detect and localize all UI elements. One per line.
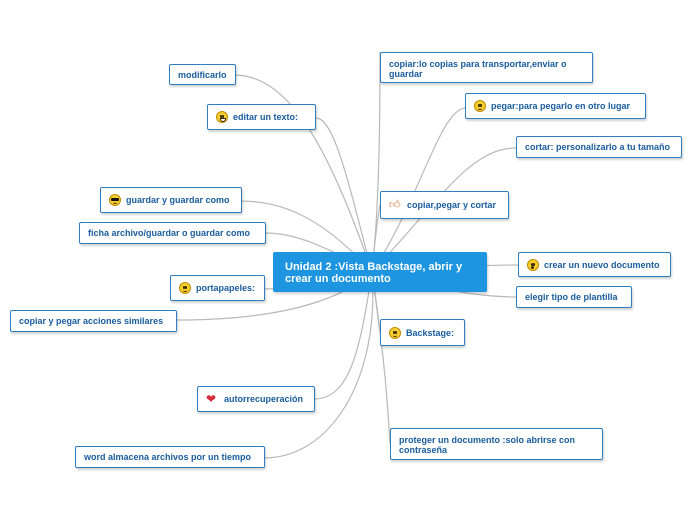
- surprised-face-icon: [527, 258, 539, 271]
- node-cortar[interactable]: cortar: personalizarlo a tu tamaño: [516, 136, 682, 158]
- node-label: Backstage:: [406, 327, 455, 338]
- node-label: copiar:lo copias para transportar,enviar…: [389, 59, 567, 79]
- node-autorrecuperacion[interactable]: ❤ autorrecuperación: [197, 386, 315, 412]
- node-label: ficha archivo/guardar o guardar como: [88, 228, 251, 238]
- node-label: portapapeles:: [196, 283, 256, 293]
- central-topic-label: Unidad 2 :Vista Backstage, abrir y crear…: [285, 261, 463, 285]
- central-topic-node[interactable]: Unidad 2 :Vista Backstage, abrir y crear…: [273, 252, 487, 292]
- cool-sunglasses-face-icon: [109, 194, 121, 206]
- node-proteger[interactable]: proteger un documento :solo abrirse con …: [390, 428, 603, 460]
- node-copiar-pegar-acciones[interactable]: copiar y pegar acciones similares: [10, 310, 177, 332]
- node-portapapeles[interactable]: portapapeles:: [170, 275, 265, 301]
- node-label: cortar: personalizarlo a tu tamaño: [525, 142, 671, 152]
- node-label: copiar,pegar y cortar: [407, 200, 497, 210]
- connector-pegar: [371, 107, 467, 273]
- node-pegar[interactable]: pegar:para pegarlo en otro lugar: [465, 93, 646, 119]
- smiling-face-icon: [389, 326, 401, 339]
- node-label: autorrecuperación: [224, 394, 304, 404]
- node-label: crear un nuevo documento: [544, 259, 660, 270]
- node-copiar-lo[interactable]: copiar:lo copias para transportar,enviar…: [380, 52, 593, 83]
- node-crear-nuevo[interactable]: crear un nuevo documento: [518, 252, 671, 277]
- connector-proteger: [371, 271, 391, 445]
- connector-autorrecuperacion: [313, 271, 373, 400]
- node-label: word almacena archivos por un tiempo: [84, 452, 252, 462]
- node-label: copiar y pegar acciones similares: [19, 316, 164, 326]
- node-backstage[interactable]: Backstage:: [380, 319, 465, 346]
- grinning-face-icon: [216, 111, 228, 123]
- node-label: elegir tipo de plantilla: [525, 292, 618, 302]
- connector-word: [263, 271, 374, 459]
- node-label: editar un texto:: [233, 112, 299, 122]
- node-editar-texto[interactable]: editar un texto:: [207, 104, 316, 130]
- node-label: pegar:para pegarlo en otro lugar: [491, 101, 631, 111]
- heart-icon: ❤: [206, 392, 217, 406]
- node-label: modificarlo: [178, 69, 227, 80]
- node-elegir-plantilla[interactable]: elegir tipo de plantilla: [516, 286, 632, 308]
- smiling-face-icon: [179, 282, 191, 294]
- node-modificarlo[interactable]: modificarlo: [169, 64, 236, 85]
- node-copiar-pegar-cortar[interactable]: 👍︎ copiar,pegar y cortar: [380, 191, 509, 219]
- connector-cortar: [371, 147, 517, 273]
- node-label: guardar y guardar como: [126, 195, 230, 205]
- connector-copiar-lo: [371, 51, 381, 273]
- thumbs-up-icon: 👍︎: [389, 199, 401, 211]
- connector-editar: [315, 117, 373, 273]
- node-guardar[interactable]: guardar y guardar como: [100, 187, 242, 213]
- node-ficha-archivo[interactable]: ficha archivo/guardar o guardar como: [79, 222, 266, 244]
- smiling-face-icon: [474, 100, 486, 112]
- node-word-almacena[interactable]: word almacena archivos por un tiempo: [75, 446, 265, 468]
- node-label: proteger un documento :solo abrirse con …: [399, 435, 576, 455]
